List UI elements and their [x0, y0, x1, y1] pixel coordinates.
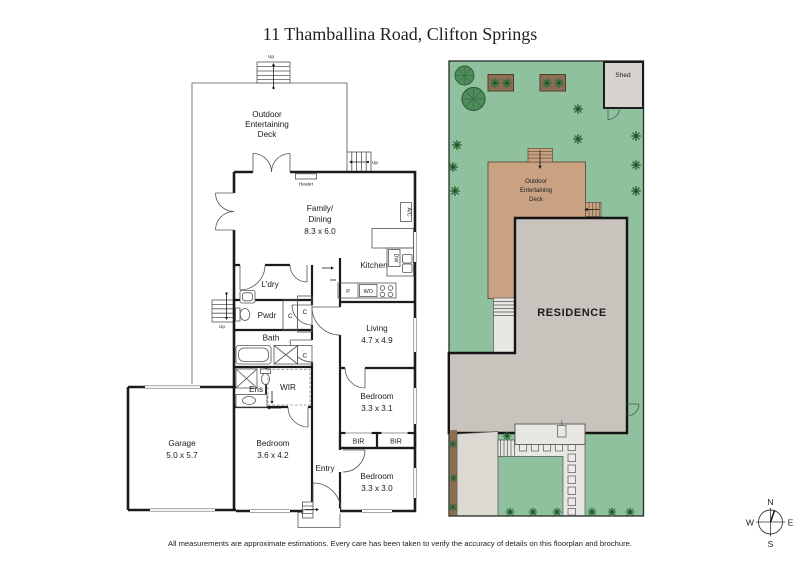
toilet	[235, 307, 241, 322]
room-label-kitchen: Kitchen	[360, 261, 388, 270]
stepping-stones	[567, 442, 576, 516]
toilet	[239, 308, 251, 321]
heater-label: Heater	[299, 182, 314, 188]
wir-robe	[267, 369, 311, 406]
residence: RESIDENCE	[447, 216, 640, 435]
closet	[297, 295, 313, 333]
compass-east-label: E	[788, 518, 794, 528]
driveway	[449, 430, 499, 516]
site-deck-label: Deck	[529, 197, 544, 203]
room-dims-bedroom1: 3.6 x 4.2	[257, 451, 289, 460]
dishwasher-label: DW	[393, 254, 399, 264]
shed-label: Shed	[615, 72, 631, 79]
wet-area-fixtures	[235, 266, 336, 410]
ac-label: A/C	[406, 208, 412, 217]
room-label-bedroom3: Bedroom	[360, 472, 393, 481]
compass-north-label: N	[767, 497, 773, 507]
room-dims-bedroom2: 3.3 x 3.1	[361, 404, 393, 413]
room-label-entry: Entry	[315, 464, 335, 473]
up-label: Up	[268, 54, 274, 60]
front-porch	[514, 420, 586, 452]
page-title: 11 Thamballina Road, Clifton Springs	[263, 24, 537, 44]
ac-unit	[400, 202, 412, 222]
wall-oven-label: WO	[364, 289, 373, 295]
side-walkway	[493, 297, 516, 355]
tree-icon	[461, 86, 486, 112]
room-label-garage: Garage	[168, 439, 196, 448]
bir-label: BIR	[353, 439, 365, 446]
room-dims-bedroom3: 3.3 x 3.0	[361, 484, 393, 493]
deck-outline	[191, 61, 372, 387]
residence-door-arc	[626, 403, 640, 417]
room-label-powder: Pwdr	[258, 311, 277, 320]
floorplan: Up Up Up	[126, 54, 418, 528]
site-deck-label: Outdoor	[525, 179, 547, 185]
bir-label: BIR	[390, 439, 402, 446]
cooktop	[379, 285, 394, 298]
laundry-trough	[239, 290, 256, 304]
compass-south-label: S	[768, 539, 774, 549]
up-label: Up	[297, 509, 303, 515]
disclaimer-text: All measurements are approximate estimat…	[168, 539, 632, 548]
room-label-bedroom2: Bedroom	[360, 392, 393, 401]
room-dims-living: 4.7 x 4.9	[361, 336, 393, 345]
shrub-icon	[502, 78, 512, 88]
shrub-icon	[490, 78, 500, 88]
sink	[402, 254, 413, 264]
compass-west-label: W	[746, 518, 754, 528]
site-plan: Shed Outdoor Entertaining Deck RESIDENCE	[447, 60, 645, 517]
room-dims-family: 8.3 x 6.0	[304, 227, 336, 236]
room-label-family: Dining	[308, 215, 332, 224]
side-stairs	[211, 299, 234, 323]
room-label-bedroom1: Bedroom	[256, 439, 289, 448]
room-label-family: Family/	[307, 204, 334, 213]
pantry-label: P	[346, 289, 350, 295]
room-label-bath: Bath	[263, 334, 280, 343]
front-path	[497, 439, 586, 516]
room-dims-garage: 5.0 x 5.7	[166, 451, 198, 460]
room-label-deck: Entertaining	[245, 120, 289, 129]
toilet	[261, 373, 270, 385]
room-label-living: Living	[366, 324, 388, 333]
sink	[402, 263, 413, 273]
room-label-deck: Outdoor	[252, 110, 282, 119]
shrub-icon	[542, 78, 552, 88]
room-label-ensuite: Ens	[249, 385, 263, 394]
room-label-laundry: L'dry	[261, 280, 279, 289]
room-label-wir: WIR	[280, 383, 296, 392]
bathtub	[235, 345, 272, 365]
vanity	[235, 394, 268, 408]
compass-rose: N S W E	[746, 497, 794, 549]
closet-label: C	[302, 309, 307, 316]
site-deck-label: Entertaining	[520, 188, 552, 194]
up-label: Up	[372, 160, 378, 166]
room-label-deck: Deck	[258, 130, 278, 139]
closet	[297, 345, 313, 365]
compass-needle	[769, 510, 776, 523]
closet-label: C	[302, 353, 307, 360]
heater-unit	[295, 173, 317, 180]
tree-icon	[454, 65, 475, 86]
shrub-icon	[554, 78, 564, 88]
door-swings	[215, 153, 366, 512]
kitchen-fixtures: DW P WO	[337, 228, 414, 299]
closet-label: C	[288, 313, 293, 320]
residence-label: RESIDENCE	[537, 307, 607, 319]
up-label: Up	[219, 324, 225, 330]
entry-porch	[297, 501, 341, 528]
shed: Shed	[603, 61, 644, 120]
basin	[242, 396, 256, 405]
